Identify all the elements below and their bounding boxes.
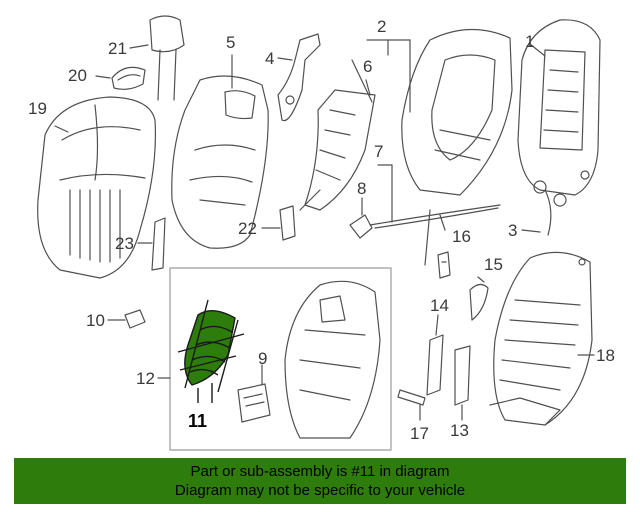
banner-line-1: Part or sub-assembly is #11 in diagram <box>190 463 450 480</box>
callout-7: 7 <box>374 142 384 161</box>
callout-14: 14 <box>430 296 449 315</box>
backrest-frame <box>366 28 513 196</box>
side-panel <box>454 345 471 421</box>
seat-back-cushion <box>171 54 269 249</box>
wire-harness <box>369 164 501 266</box>
clip <box>437 251 451 279</box>
banner-line-2: Diagram may not be specific to your vehi… <box>174 482 466 499</box>
small-bracket-23 <box>137 217 166 271</box>
callout-11: 11 <box>188 411 208 431</box>
trim-button <box>107 309 146 329</box>
callout-19: 19 <box>28 99 47 118</box>
callout-21: 21 <box>108 39 127 58</box>
callout-16: 16 <box>452 227 471 246</box>
callout-9: 9 <box>258 349 268 368</box>
side-bracket <box>277 33 321 122</box>
callout-1: 1 <box>525 32 535 51</box>
seat-back-cover <box>37 96 156 279</box>
callout-22: 22 <box>238 219 257 238</box>
side-trim <box>426 314 444 396</box>
rear-cover <box>489 251 595 426</box>
callout-5: 5 <box>226 33 236 52</box>
small-clip-17 <box>397 389 426 421</box>
callout-23: 23 <box>115 234 134 253</box>
callout-2: 2 <box>377 17 387 36</box>
inner-backrest <box>284 280 381 439</box>
headrest <box>129 15 185 101</box>
control-module <box>237 364 271 423</box>
callout-17: 17 <box>410 424 429 443</box>
connector <box>349 197 373 239</box>
headrest-pad <box>95 66 146 90</box>
end-cap <box>469 276 489 321</box>
backrest-panel <box>299 59 376 211</box>
callout-15: 15 <box>484 255 503 274</box>
info-banner: Part or sub-assembly is #11 in diagram D… <box>14 458 626 504</box>
callout-20: 20 <box>68 66 87 85</box>
callout-6: 6 <box>363 57 373 76</box>
highlighted-part-11 <box>177 299 245 403</box>
callout-13: 13 <box>450 421 469 440</box>
callout-3: 3 <box>508 221 518 240</box>
seat-frame <box>517 19 601 196</box>
callout-4: 4 <box>265 49 275 68</box>
callout-10: 10 <box>86 311 105 330</box>
callout-8: 8 <box>357 179 367 198</box>
sensor-assembly <box>521 180 567 236</box>
callout-18: 18 <box>596 346 615 365</box>
group-box-12 <box>169 267 392 451</box>
small-bracket-22 <box>261 205 296 241</box>
callout-12: 12 <box>136 369 155 388</box>
